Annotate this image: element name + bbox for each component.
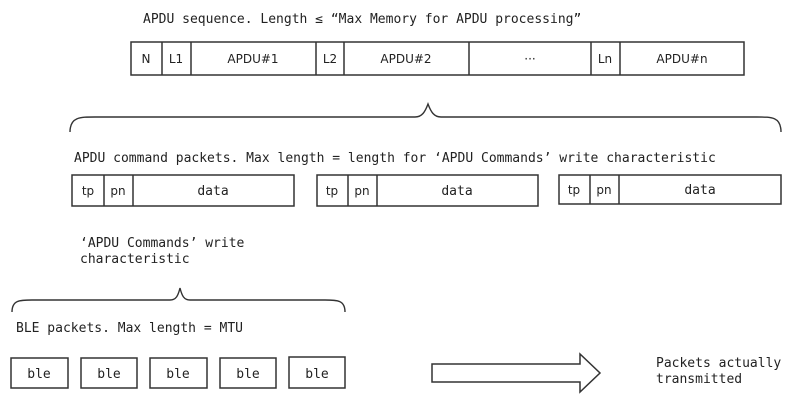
write-characteristic-label-line1: ‘APDU Commands’ write bbox=[80, 236, 245, 251]
cell-apdu1: APDU#1 bbox=[227, 52, 278, 66]
ble-label: ble bbox=[27, 367, 51, 382]
ble-label: ble bbox=[166, 367, 190, 382]
apdu-sequence-row: N L1 APDU#1 L2 APDU#2 ··· Ln APDU#n bbox=[130, 41, 745, 76]
cell-pn: pn bbox=[110, 184, 125, 198]
apdu-packets-label: APDU command packets. Max length = lengt… bbox=[74, 151, 716, 166]
cell-l2: L2 bbox=[323, 52, 337, 66]
packet-frame bbox=[71, 174, 295, 207]
cell-n: N bbox=[142, 52, 151, 66]
ble-packet-row: ble ble ble ble ble bbox=[10, 356, 346, 389]
ble-packet bbox=[288, 356, 346, 389]
transmitted-label-line2: transmitted bbox=[656, 372, 743, 387]
ble-label: ble bbox=[97, 367, 121, 382]
ble-packets-label: BLE packets. Max length = MTU bbox=[16, 321, 243, 336]
cell-l1: L1 bbox=[169, 52, 183, 66]
arrow-right-icon bbox=[431, 352, 602, 394]
packet-frame bbox=[558, 174, 782, 205]
cell-data: data bbox=[684, 183, 715, 198]
ble-packet bbox=[149, 357, 208, 389]
ble-label: ble bbox=[305, 367, 329, 382]
ble-packet bbox=[10, 357, 69, 389]
ble-packet bbox=[219, 357, 277, 389]
apdu-sequence-label: APDU sequence. Length ≤ “Max Memory for … bbox=[143, 12, 582, 27]
ble-packet bbox=[80, 357, 138, 389]
ble-label: ble bbox=[236, 367, 260, 382]
cell-apdu2: APDU#2 bbox=[380, 52, 431, 66]
cell-ln: Ln bbox=[598, 52, 612, 66]
cell-tp: tp bbox=[326, 184, 338, 198]
apdu-packet-3: tp pn data bbox=[558, 174, 782, 205]
cell-pn: pn bbox=[354, 184, 369, 198]
cell-data: data bbox=[441, 184, 472, 199]
cell-apdun: APDU#n bbox=[656, 52, 707, 66]
cell-tp: tp bbox=[82, 184, 94, 198]
cell-pn: pn bbox=[596, 183, 611, 197]
apdu-packet-1: tp pn data bbox=[71, 174, 295, 207]
cell-data: data bbox=[197, 184, 228, 199]
write-characteristic-label-line2: characteristic bbox=[80, 252, 190, 267]
cell-tp: tp bbox=[568, 183, 580, 197]
apdu-packet-2: tp pn data bbox=[316, 174, 539, 207]
brace-ble bbox=[11, 287, 346, 313]
transmitted-label-line1: Packets actually bbox=[656, 356, 782, 371]
packet-frame bbox=[316, 174, 539, 207]
apdu-sequence-frame bbox=[130, 41, 745, 76]
brace-apdu-sequence bbox=[69, 102, 782, 133]
cell-ellipsis: ··· bbox=[524, 52, 535, 66]
